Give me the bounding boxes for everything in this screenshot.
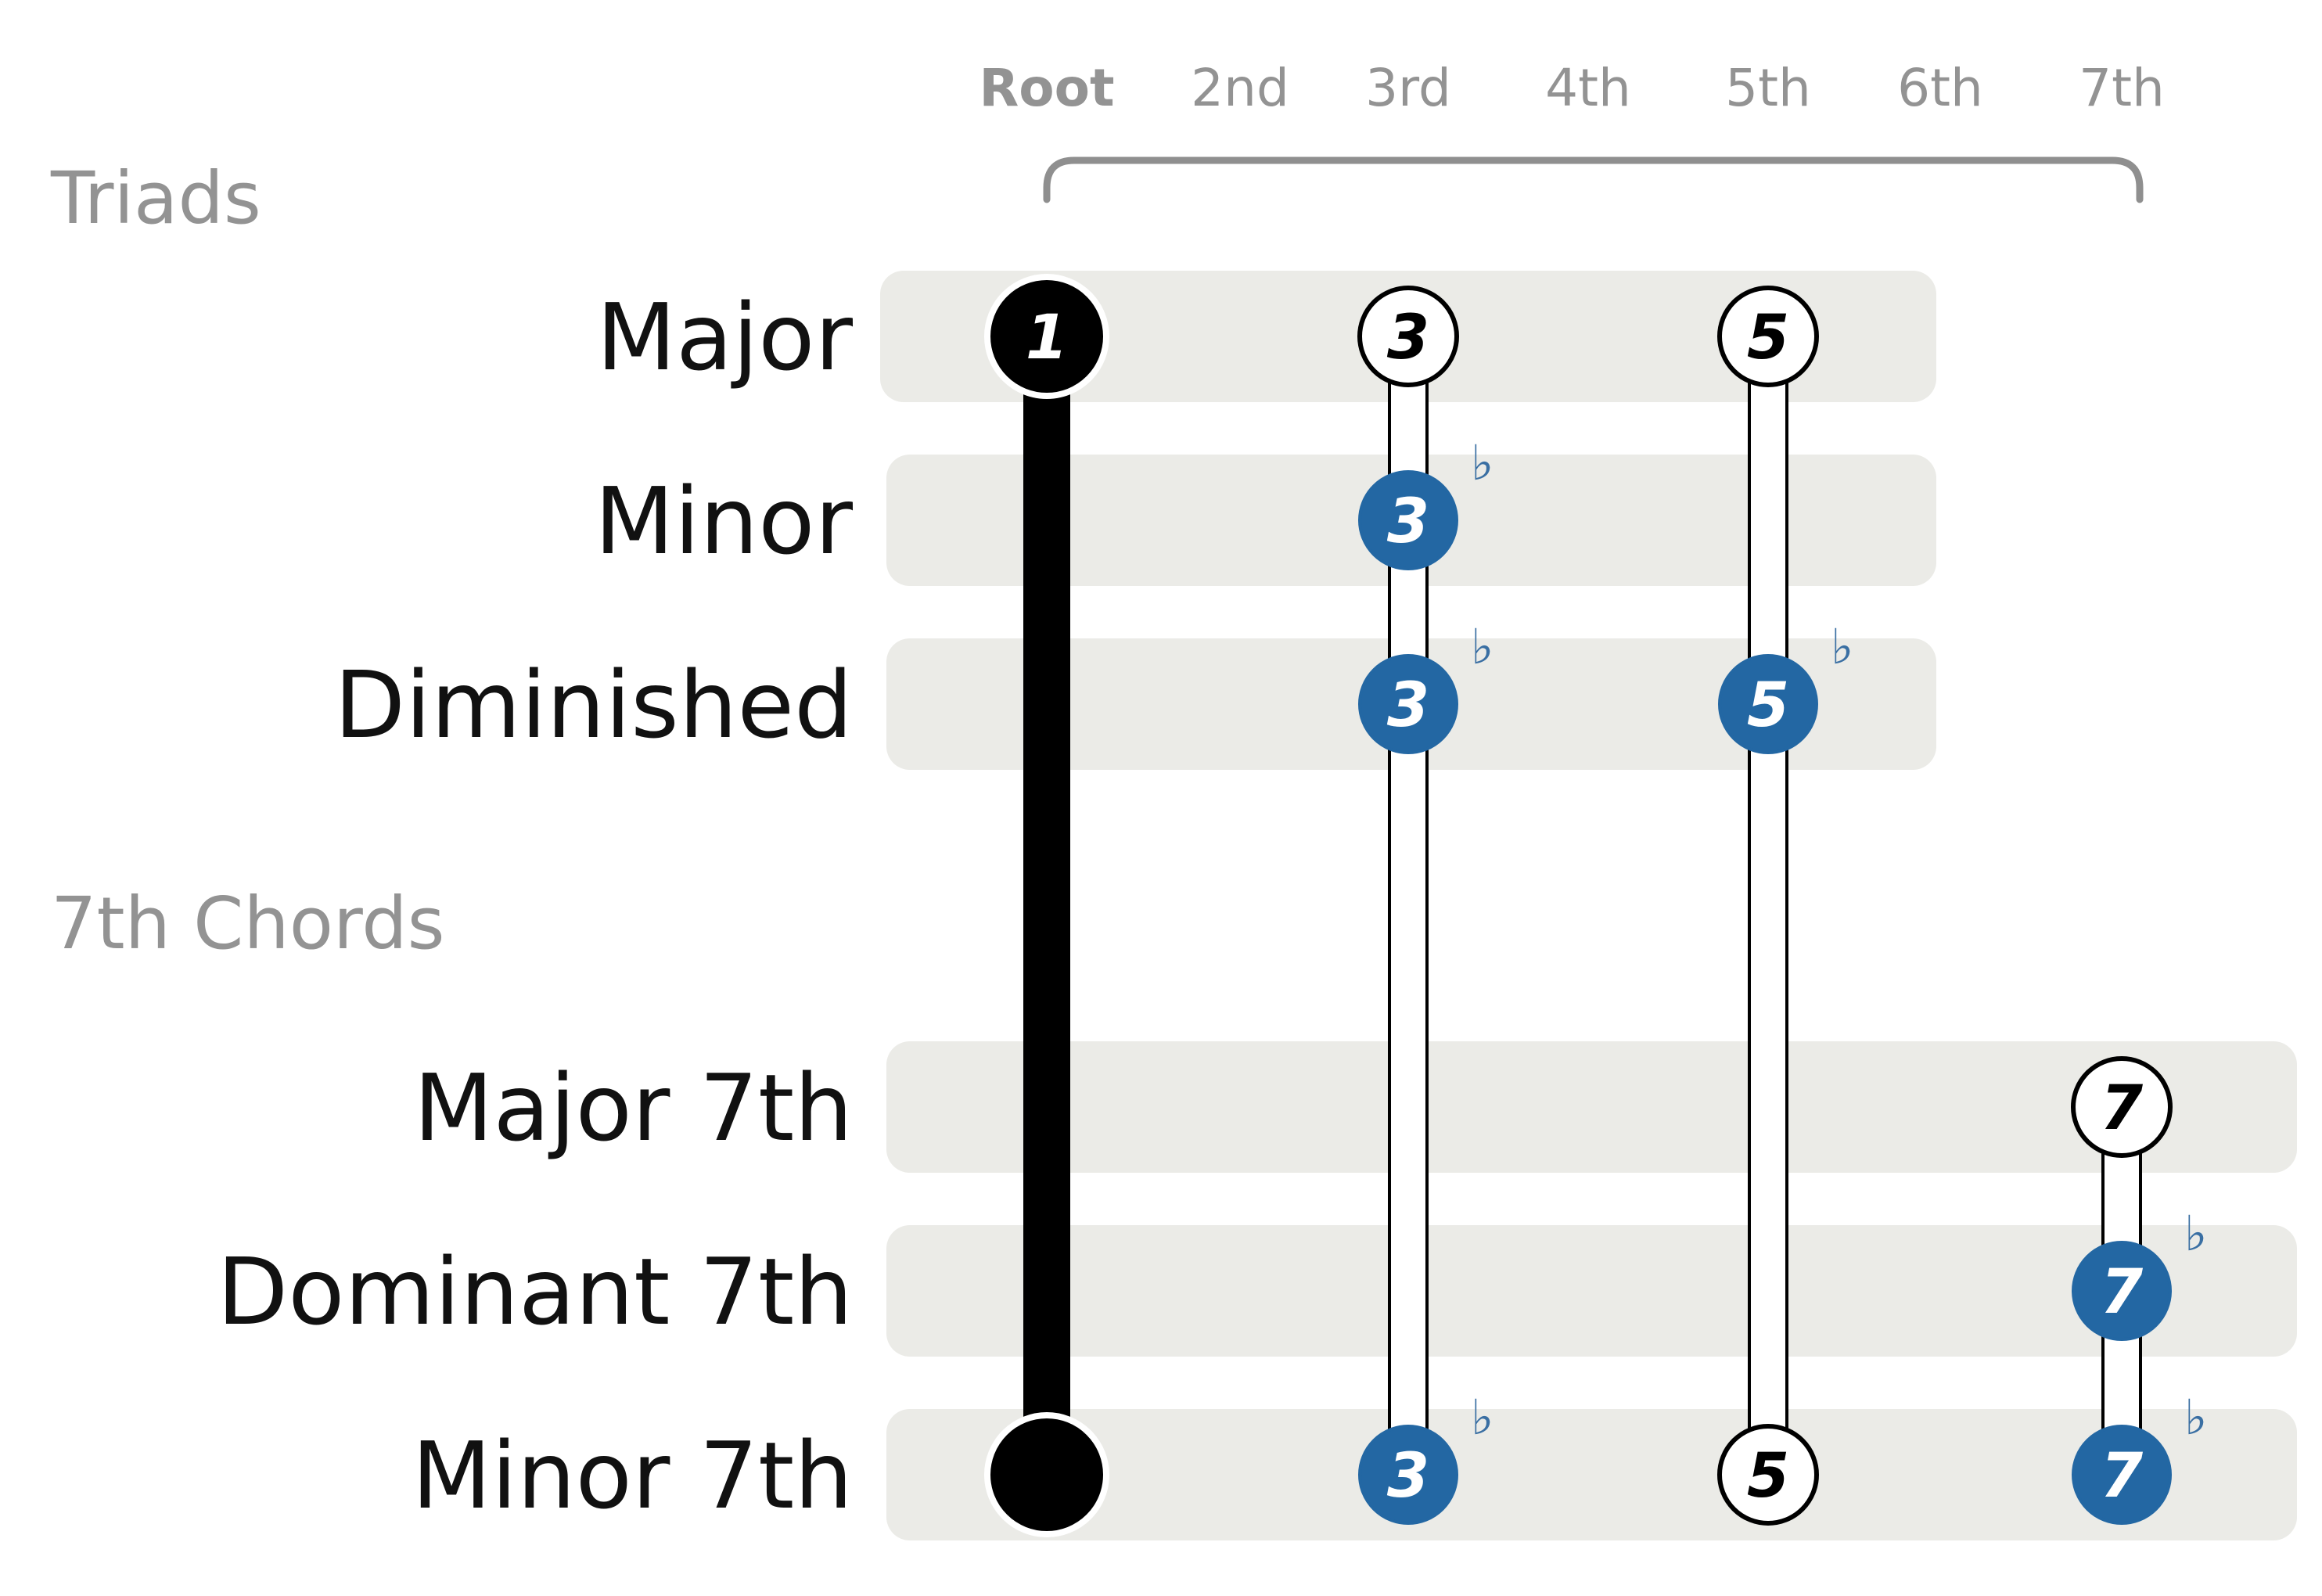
section-label-triads: Triads — [50, 156, 261, 240]
row-backgrounds — [880, 271, 2297, 1540]
badge-number: 3 — [1387, 1441, 1429, 1512]
note-badge-minor-3rd: 3♭ — [1358, 434, 1493, 570]
badge-circle — [1358, 654, 1458, 754]
badge-circle — [1717, 286, 1819, 387]
note-badge-major-7th-7th: 7 — [2071, 1056, 2173, 1158]
flat-sign: ♭ — [1471, 434, 1493, 491]
badge-number: 5 — [1747, 670, 1789, 741]
flat-sign: ♭ — [1831, 618, 1853, 675]
interval-label-2nd: 2nd — [1191, 58, 1289, 118]
chord-label-dominant-7th: Dominant 7th — [217, 1238, 853, 1346]
badge-number: 5 — [1747, 1441, 1789, 1512]
badge-circle — [1718, 654, 1818, 754]
badge-circle — [984, 274, 1109, 399]
chord-label-minor: Minor — [595, 467, 854, 575]
section-labels: Triads 7th Chords — [50, 156, 445, 965]
row-background-major-7th — [886, 1041, 2297, 1173]
row-background-minor-7th — [886, 1409, 2297, 1540]
badge-circle — [1358, 1425, 1458, 1525]
chord-label-minor-7th: Minor 7th — [412, 1422, 853, 1530]
badge-circle — [1358, 470, 1458, 570]
badge-number: 5 — [1747, 303, 1789, 373]
note-badge-dominant-7th-7th: 7♭ — [2072, 1205, 2207, 1341]
badge-circle — [2072, 1425, 2172, 1525]
flat-sign: ♭ — [1471, 1389, 1493, 1446]
stem-root — [1023, 336, 1070, 1475]
interval-label-7th: 7th — [2079, 58, 2165, 118]
note-badge-minor-7th-3rd: 3♭ — [1358, 1389, 1493, 1525]
chord-label-diminished: Diminished — [334, 651, 853, 759]
row-background-dominant-7th — [886, 1225, 2297, 1357]
note-badge-minor-7th-root — [984, 1412, 1109, 1537]
badge-number: 7 — [2101, 1441, 2144, 1512]
badge-circle — [984, 1412, 1109, 1537]
chord-label-major: Major — [596, 283, 853, 391]
note-badge-diminished-3rd: 3♭ — [1358, 618, 1493, 754]
badge-circle — [2072, 1241, 2172, 1341]
stem-5th — [1748, 335, 1788, 1476]
flat-sign: ♭ — [1471, 618, 1493, 675]
flat-sign: ♭ — [2184, 1389, 2207, 1446]
interval-bracket — [1043, 156, 2144, 203]
interval-label-5th: 5th — [1725, 58, 1811, 118]
interval-label-3rd: 3rd — [1365, 58, 1451, 118]
badge-number: 7 — [2101, 1073, 2144, 1144]
note-badge-minor-7th-5th: 5 — [1717, 1424, 1819, 1526]
badge-number: 7 — [2101, 1257, 2144, 1328]
badge-number: 1 — [1026, 303, 1068, 373]
section-label-7th-chords: 7th Chords — [51, 882, 445, 965]
badge-circle — [1357, 286, 1459, 387]
interval-stems — [1023, 335, 2142, 1476]
badge-number: 3 — [1387, 303, 1429, 373]
badge-number: 3 — [1387, 487, 1429, 557]
interval-header: Root 2nd 3rd 4th 5th 6th 7th — [979, 58, 2164, 118]
note-badge-major-5th: 5 — [1717, 286, 1819, 387]
badge-number: 3 — [1387, 670, 1429, 741]
note-badge-major-root: 1 — [984, 274, 1109, 399]
chord-label-major-7th: Major 7th — [414, 1054, 853, 1162]
flat-sign: ♭ — [2184, 1205, 2207, 1262]
interval-label-4th: 4th — [1545, 58, 1631, 118]
badge-circle — [2071, 1056, 2173, 1158]
note-badge-major-3rd: 3 — [1357, 286, 1459, 387]
interval-label-6th: 6th — [1897, 58, 1983, 118]
interval-label-root: Root — [979, 58, 1114, 118]
note-badge-minor-7th-7th: 7♭ — [2072, 1389, 2207, 1525]
badge-circle — [1717, 1424, 1819, 1526]
note-badge-diminished-5th: 5♭ — [1718, 618, 1853, 754]
